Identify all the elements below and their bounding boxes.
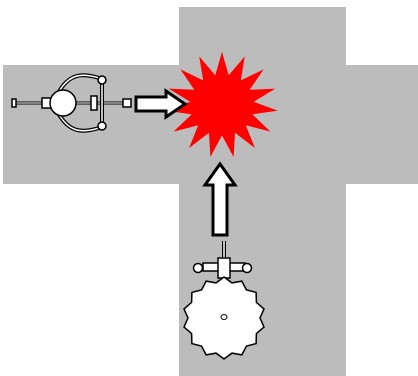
cyclist-icon bbox=[11, 73, 132, 133]
motorcycle-body bbox=[183, 276, 265, 360]
collision-burst-icon bbox=[166, 51, 278, 157]
arrow-up-icon bbox=[202, 161, 238, 237]
arrow-right-icon bbox=[134, 88, 188, 120]
motorcycle-icon bbox=[183, 241, 265, 360]
